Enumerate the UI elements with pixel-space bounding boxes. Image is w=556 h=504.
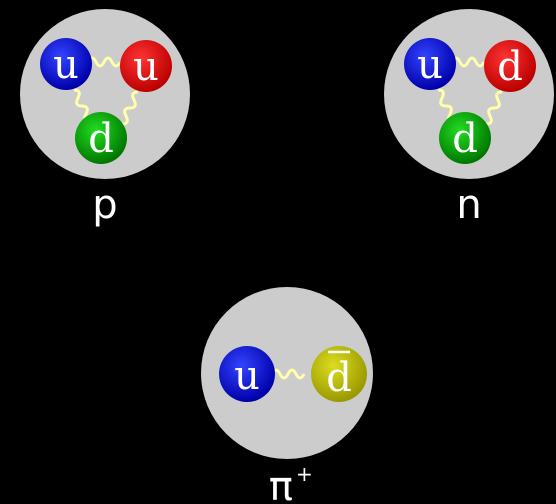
down-quark-label: d (452, 116, 478, 162)
down-quark (439, 112, 491, 164)
up-quark-label: u (417, 42, 443, 88)
proton: u u d p (20, 9, 190, 228)
gluon-line (86, 56, 122, 68)
neutron-label: n (456, 182, 481, 228)
up-quark (219, 346, 275, 402)
gluon-line (270, 368, 306, 380)
gluon-line (485, 90, 503, 126)
pion: u d π + (201, 287, 373, 504)
up-quark (404, 38, 456, 90)
up-quark-label: u (234, 353, 260, 399)
gluon-line (450, 56, 486, 68)
down-quark-label: d (497, 44, 523, 90)
gluon-line (121, 90, 139, 126)
anti-down-quark-label: d (326, 355, 352, 401)
anti-down-quark (311, 346, 367, 402)
pion-label: π (269, 464, 293, 504)
neutron: u d d n (384, 9, 554, 228)
up-quark (120, 40, 172, 92)
up-quark (40, 38, 92, 90)
down-quark (484, 40, 536, 92)
pion-charge: + (296, 462, 313, 486)
up-quark-label: u (133, 44, 159, 90)
up-quark-label: u (53, 42, 79, 88)
down-quark (75, 112, 127, 164)
proton-label: p (92, 182, 117, 228)
down-quark-label: d (88, 116, 114, 162)
